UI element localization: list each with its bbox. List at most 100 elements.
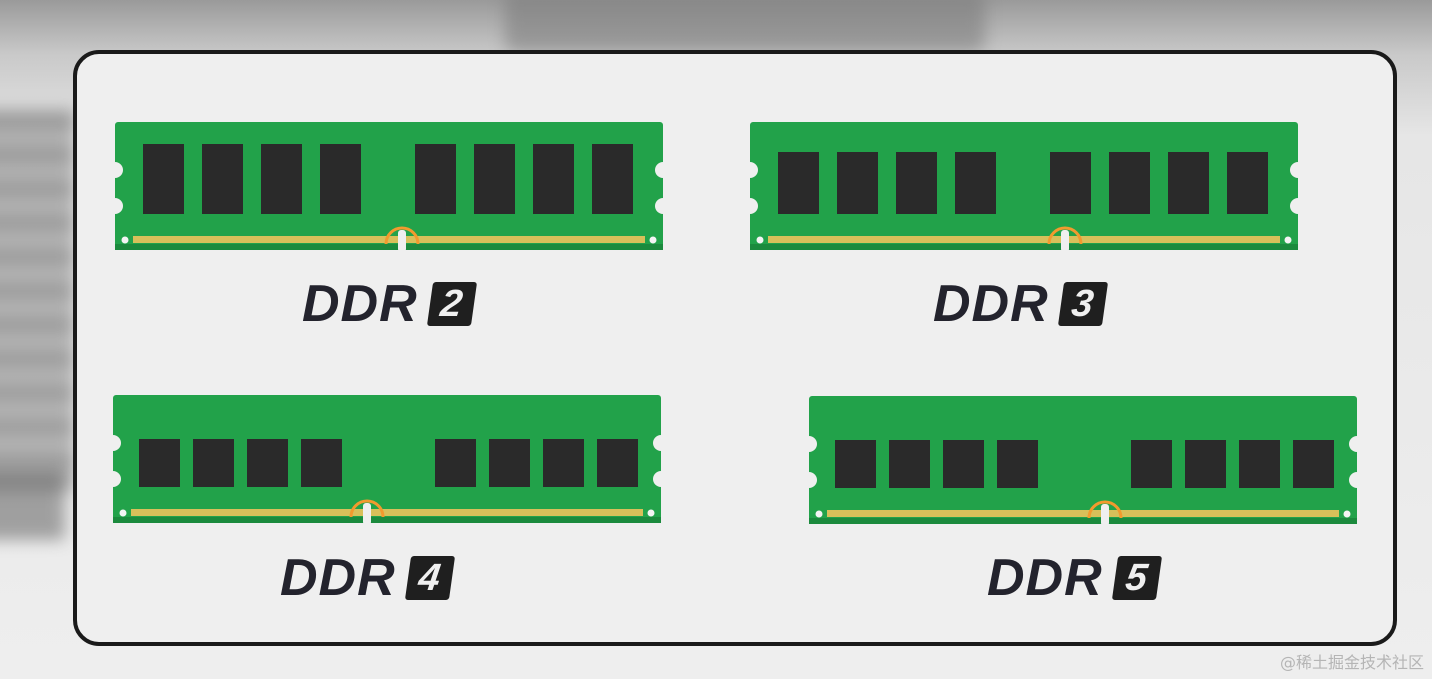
mounting-hole [119,509,127,517]
side-notch [107,162,123,178]
ddr2-label: DDR 2 [302,275,477,333]
memory-chip [202,144,243,214]
side-notch [742,162,758,178]
side-notch [653,471,669,487]
memory-chip [320,144,361,214]
side-notch [742,198,758,214]
gold-contacts [133,236,645,243]
memory-chip [597,439,638,487]
memory-chip [1168,152,1209,214]
ram-stick-ddr2 [107,122,671,252]
mounting-hole [649,236,657,244]
memory-chip [778,152,819,214]
memory-chip [955,152,996,214]
key-notch [1101,504,1109,526]
ram-stick-ddr3 [742,122,1306,252]
gold-contacts [827,510,1339,517]
memory-chip [193,439,234,487]
memory-chip [997,440,1038,488]
side-notch [655,162,671,178]
side-notch [653,435,669,451]
memory-chip [533,144,574,214]
ddr3-label-text: DDR [933,275,1049,333]
memory-chip [1131,440,1172,488]
memory-chip [1109,152,1150,214]
ddr5-generation-badge: 5 [1111,556,1162,600]
mounting-hole [1284,236,1292,244]
ram-module-ddr2 [107,122,671,252]
side-notch [655,198,671,214]
ddr3-label: DDR 3 [933,275,1108,333]
memory-chip [1185,440,1226,488]
pcb-bottom-edge [750,244,1298,250]
side-notch [105,471,121,487]
memory-chip [835,440,876,488]
memory-chip [592,144,633,214]
memory-chip [837,152,878,214]
memory-chip [143,144,184,214]
memory-chip [943,440,984,488]
memory-chip [435,439,476,487]
background-blur-left [0,110,75,490]
memory-chip [247,439,288,487]
memory-chip [139,439,180,487]
memory-chip [1227,152,1268,214]
mounting-hole [756,236,764,244]
key-notch-highlight [349,499,385,518]
ram-stick-ddr4 [105,395,669,525]
ram-module-ddr5 [801,396,1365,526]
key-notch-highlight [1047,226,1083,245]
memory-chip [1050,152,1091,214]
pcb-board [115,122,663,250]
mounting-hole [1343,510,1351,518]
ram-module-ddr3 [742,122,1306,252]
pcb-bottom-edge [115,244,663,250]
memory-chip [301,439,342,487]
side-notch [801,436,817,452]
key-notch [363,503,371,525]
memory-chip [1293,440,1334,488]
background-blur-top [505,0,985,52]
side-notch [105,435,121,451]
memory-chip [543,439,584,487]
pcb-bottom-edge [809,518,1357,524]
gold-contacts [131,509,643,516]
key-notch-highlight [384,226,420,245]
background-blur-left-lower [0,470,65,540]
memory-chip [1239,440,1280,488]
key-notch [398,230,406,252]
key-notch [1061,230,1069,252]
ddr4-generation-badge: 4 [404,556,455,600]
ram-stick-ddr5 [801,396,1365,526]
ddr4-label-text: DDR [280,549,396,607]
pcb-board [809,396,1357,524]
side-notch [1290,198,1306,214]
mounting-hole [815,510,823,518]
memory-chip [415,144,456,214]
memory-chip [474,144,515,214]
memory-chip [896,152,937,214]
pcb-bottom-edge [113,517,661,523]
mounting-hole [647,509,655,517]
side-notch [801,472,817,488]
ddr2-label-text: DDR [302,275,418,333]
memory-chip [261,144,302,214]
ddr5-label-text: DDR [987,549,1103,607]
mounting-hole [121,236,129,244]
watermark: @稀土掘金技术社区 [1279,653,1424,672]
ram-module-ddr4 [105,395,669,525]
side-notch [1349,436,1365,452]
ddr5-label: DDR 5 [987,549,1162,607]
ddr2-generation-badge: 2 [426,282,477,326]
side-notch [1290,162,1306,178]
ddr3-generation-badge: 3 [1057,282,1108,326]
key-notch-highlight [1087,500,1123,519]
side-notch [1349,472,1365,488]
memory-chip [489,439,530,487]
ddr4-label: DDR 4 [280,549,455,607]
memory-chip [889,440,930,488]
pcb-board [750,122,1298,250]
gold-contacts [768,236,1280,243]
side-notch [107,198,123,214]
pcb-board [113,395,661,523]
